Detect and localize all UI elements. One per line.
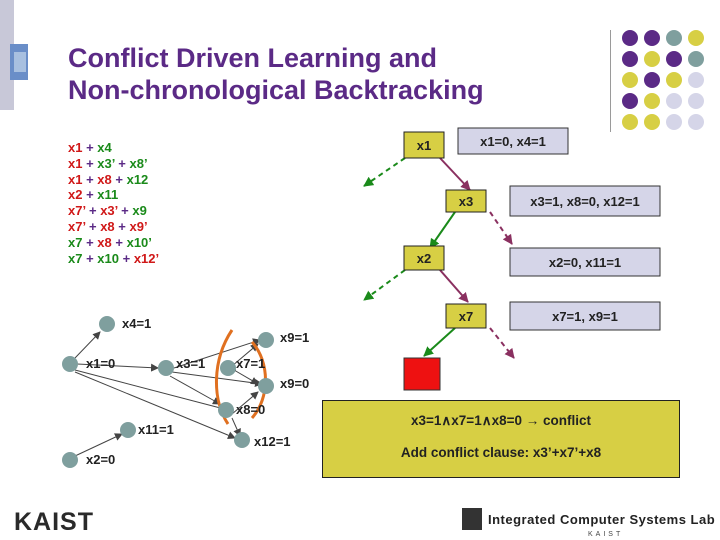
assignment-label: x7=1, x9=1	[552, 309, 618, 324]
decision-node-label: x2	[417, 251, 431, 266]
decision-node-x1: x1	[404, 132, 444, 158]
implication-node-x12: x12=1	[234, 432, 291, 449]
decision-node-x7: x7	[446, 304, 486, 328]
tree-edge	[430, 212, 455, 248]
tree-edge	[364, 270, 405, 300]
assignment-label: x3=1, x8=0, x12=1	[530, 194, 640, 209]
implication-label: x8=0	[236, 402, 265, 417]
kaist-logo: KAIST	[14, 508, 94, 537]
implication-edges	[75, 332, 262, 456]
assignment-box-2: x3=1, x8=0, x12=1	[510, 186, 660, 216]
implication-node-x9-false: x9=0	[258, 376, 309, 394]
implication-label: x7=1	[236, 356, 265, 371]
lab-logo-sub: KAIST	[588, 531, 623, 538]
tree-edge	[490, 212, 512, 244]
implication-node-x7: x7=1	[220, 356, 265, 376]
implication-edge	[75, 332, 100, 358]
conflict-box: x3=1∧x7=1∧x8=0 → conflict Add conflict c…	[322, 400, 680, 478]
implication-label: x4=1	[122, 316, 151, 331]
implication-node-x11: x11=1	[120, 422, 174, 438]
tree-edge	[424, 328, 455, 356]
tree-edge	[440, 158, 470, 190]
implication-label: x12=1	[254, 434, 291, 449]
implication-edge	[170, 376, 220, 404]
assignment-label: x2=0, x11=1	[549, 255, 621, 270]
implication-node-x2: x2=0	[62, 452, 115, 468]
decision-node-x2: x2	[404, 246, 444, 270]
implication-label: x3=1	[176, 356, 205, 371]
tree-edge	[364, 158, 405, 186]
assignment-box-3: x2=0, x11=1	[510, 248, 660, 276]
decision-node-x3: x3	[446, 190, 486, 212]
conflict-marker	[404, 358, 440, 390]
tree-edge	[440, 270, 468, 302]
implication-label: x11=1	[138, 422, 174, 437]
tree-edge	[490, 328, 514, 358]
lab-logo-icon	[462, 508, 482, 530]
implication-node-x4: x4=1	[99, 316, 151, 332]
decision-node-label: x1	[417, 138, 431, 153]
assignment-label: x1=0, x4=1	[480, 134, 546, 149]
implication-node-x1: x1=0	[62, 356, 115, 372]
decision-node-label: x7	[459, 309, 473, 324]
conflict-line: x3=1∧x7=1∧x8=0 → conflict	[323, 413, 679, 429]
assignment-box-4: x7=1, x9=1	[510, 302, 660, 330]
implication-label: x2=0	[86, 452, 115, 467]
conflict-clause-line: Add conflict clause: x3’+x7’+x8	[323, 445, 679, 460]
implication-label: x1=0	[86, 356, 115, 371]
implication-node-x9-true: x9=1	[258, 330, 309, 348]
lab-logo: Integrated Computer Systems Lab	[488, 512, 715, 527]
implication-node-x8: x8=0	[218, 402, 265, 418]
implication-label: x9=0	[280, 376, 309, 391]
assignment-box-1: x1=0, x4=1	[458, 128, 568, 154]
implication-label: x9=1	[280, 330, 309, 345]
decision-node-label: x3	[459, 194, 473, 209]
